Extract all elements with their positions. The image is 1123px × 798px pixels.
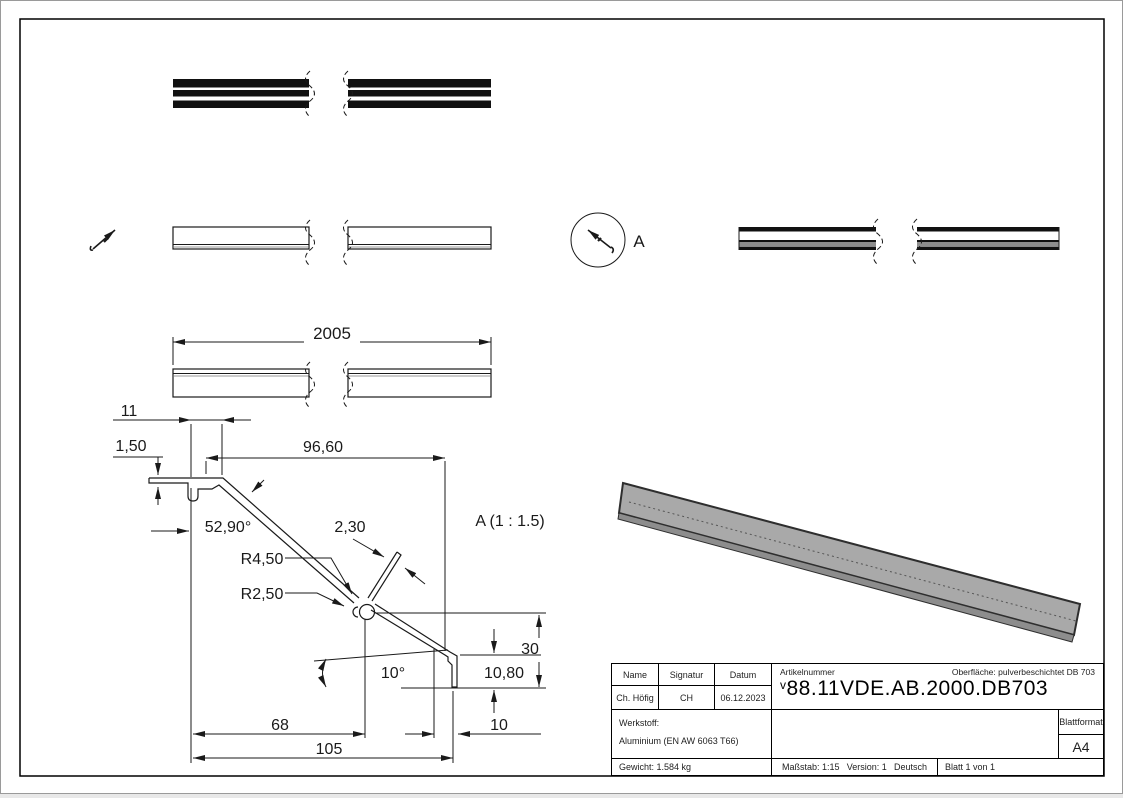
sheet-frame: [19, 18, 1105, 777]
iso-3d-view: [617, 481, 1082, 643]
tb-sprache: Deutsch: [893, 762, 927, 772]
tb-artikelnummer-prefix: v: [780, 678, 787, 692]
side-view: [172, 219, 492, 267]
tb-value-name: Ch. Höfig: [611, 685, 659, 710]
tb-header-datum: Datum: [714, 663, 772, 686]
tb-scale-cell: Maßstab: 1:15 Version: 1 Deutsch: [771, 758, 938, 776]
tb-header-signatur: Signatur: [658, 663, 715, 686]
tb-artikelnummer-label: Artikelnummer: [780, 667, 835, 677]
detail-view-profile: [148, 477, 458, 688]
tb-blattformat-value: A4: [1058, 734, 1104, 759]
tb-werkstoff-value: Aluminium (EN AW 6063 T66): [619, 736, 739, 746]
tb-artikelnummer-cell: Artikelnummer Oberfläche: pulverbeschich…: [771, 663, 1104, 710]
tb-gewicht: Gewicht: 1.584 kg: [611, 758, 772, 776]
dim-30: 30: [521, 641, 539, 658]
detail-view-dim-labels: 11 1,50 96,60 52,90° 2,30 R4,50 R2,50 A …: [115, 403, 544, 758]
dim-1-50: 1,50: [115, 438, 146, 455]
tb-version: Version: 1: [846, 762, 887, 772]
dim-r4-50: R4,50: [241, 551, 284, 568]
section-symbol: [89, 229, 116, 251]
top-view: [173, 70, 491, 118]
tb-werkstoff-label: Werkstoff:: [619, 718, 660, 728]
detail-view-title: A (1 : 1.5): [475, 513, 544, 530]
title-block: Name Signatur Datum Ch. Höfig CH 06.12.2…: [611, 663, 1104, 776]
dim-105: 105: [316, 741, 343, 758]
dim-length-2005: 2005: [313, 324, 351, 343]
detail-view-dimensions: [113, 417, 546, 763]
tb-blattformat-label: Blattformat: [1058, 709, 1104, 735]
dim-68: 68: [271, 717, 289, 734]
tb-blatt: Blatt 1 von 1: [937, 758, 1104, 776]
tb-header-name: Name: [611, 663, 659, 686]
right-side-view: [738, 218, 1060, 266]
tb-empty-cell: [771, 709, 1059, 759]
dim-r2-50: R2,50: [241, 586, 284, 603]
tb-oberflaeche: Oberfläche: pulverbeschichtet DB 703: [951, 667, 1095, 677]
dim-11: 11: [121, 403, 138, 420]
tb-werkstoff-cell: Werkstoff: Aluminium (EN AW 6063 T66): [611, 709, 772, 759]
dim-10-80: 10,80: [484, 665, 524, 682]
detail-circle-a: A: [570, 212, 645, 268]
tb-artikelnummer-value: v88.11VDE.AB.2000.DB703: [780, 677, 1049, 700]
length-view: 2005: [172, 324, 492, 409]
dim-angle-10: 10°: [381, 665, 405, 682]
dim-10: 10: [490, 717, 508, 734]
detail-marker-label: A: [633, 232, 645, 251]
dim-96-60: 96,60: [303, 439, 343, 456]
tb-value-datum: 06.12.2023: [714, 685, 772, 710]
dim-2-30: 2,30: [334, 519, 365, 536]
tb-value-signatur: CH: [658, 685, 715, 710]
dim-angle-52-90: 52,90°: [205, 519, 251, 536]
tb-massstab: Maßstab: 1:15: [782, 762, 840, 772]
